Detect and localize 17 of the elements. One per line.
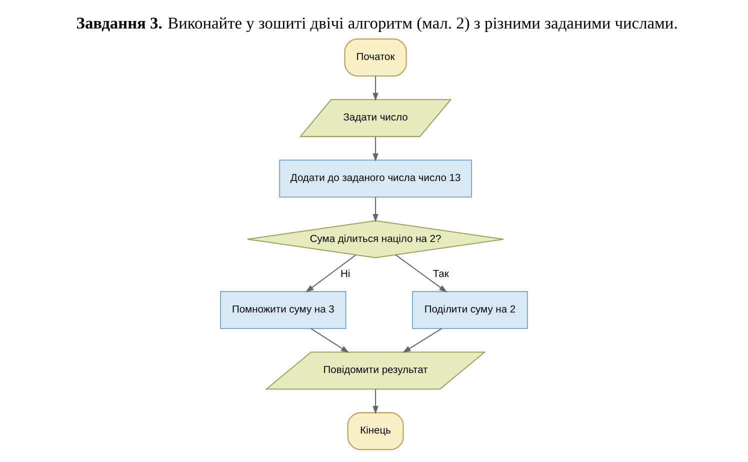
node-box: Кінець — [347, 412, 404, 450]
node-box: Помножити суму на 3 — [220, 291, 346, 330]
node-box: Поділити суму на 2 — [412, 291, 528, 330]
arrow — [372, 136, 378, 162]
node-box: Початок — [344, 38, 407, 77]
edge-label: Ні — [340, 269, 350, 280]
diagram-title: Завдання 3. Виконайте у зошиті двічі алгоритм (мал. 2) з різними заданими числами. — [76, 14, 678, 33]
arrow — [402, 328, 442, 353]
edge-label: Так — [432, 269, 449, 280]
arrow — [395, 254, 448, 292]
arrow — [372, 197, 378, 222]
node-box: Додати до заданого числа число 13 — [279, 160, 472, 198]
node-diamond: Сума ділиться націло на 2? — [246, 220, 504, 258]
arrow — [372, 76, 378, 102]
arrow — [310, 328, 350, 353]
arrow — [306, 254, 356, 292]
arrow — [372, 389, 378, 414]
